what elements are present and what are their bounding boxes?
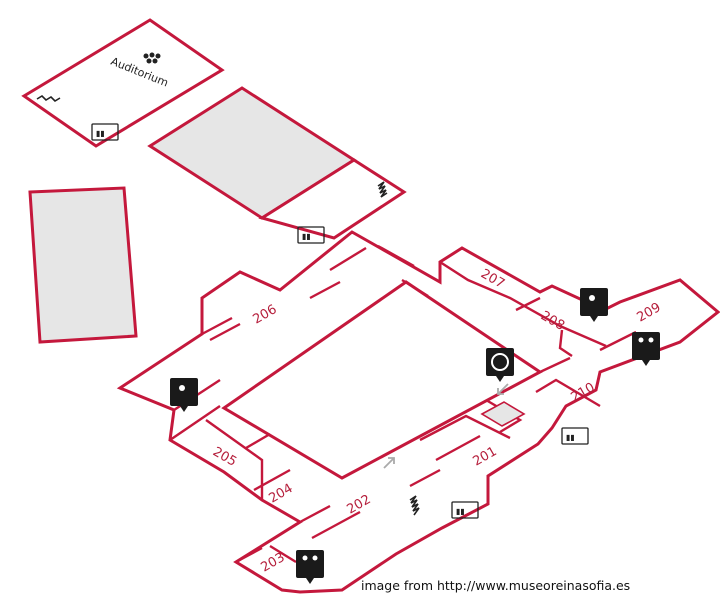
- stairs-icon: [36, 94, 61, 103]
- partition: [439, 260, 607, 348]
- partition: [309, 280, 341, 300]
- upper-block-annex: [258, 158, 407, 240]
- partition: [209, 322, 241, 342]
- svg-text:▮▮: ▮▮: [96, 129, 105, 138]
- partition: [419, 414, 511, 442]
- information-icon[interactable]: [486, 348, 514, 382]
- ticket-desk-icon[interactable]: [580, 288, 608, 322]
- partition: [329, 246, 367, 272]
- arrow-icon: [497, 383, 509, 395]
- partition: [535, 378, 601, 408]
- shaded-area: [480, 401, 526, 427]
- partition: [409, 468, 441, 488]
- side-block: [28, 186, 138, 344]
- partition: [235, 546, 263, 564]
- image-credit: image from http://www.museoreinasofia.es: [361, 578, 631, 593]
- partition: [599, 330, 637, 352]
- partition: [539, 356, 571, 374]
- partition: [515, 296, 541, 312]
- partition: [253, 468, 291, 492]
- arrow-icon: [383, 457, 395, 469]
- svg-text:▮▮: ▮▮: [456, 507, 465, 516]
- restroom-icon[interactable]: [296, 550, 324, 584]
- ticket-desk-icon[interactable]: [170, 378, 198, 412]
- partition: [435, 434, 481, 462]
- partition: [245, 432, 271, 450]
- partition: [299, 504, 331, 524]
- svg-text:▮▮: ▮▮: [566, 433, 575, 442]
- restroom-icon[interactable]: [632, 332, 660, 366]
- stairs-icon: [377, 181, 388, 198]
- partition: [311, 510, 361, 540]
- partition: [401, 278, 429, 298]
- auditorium-icon: [143, 52, 161, 64]
- elevator-icon: ▮▮: [91, 123, 119, 141]
- elevator-icon: ▮▮: [561, 427, 589, 445]
- svg-text:▮▮: ▮▮: [302, 232, 311, 241]
- partition: [558, 329, 573, 357]
- partition: [269, 544, 297, 564]
- stairs-icon: [409, 495, 420, 516]
- partition: [169, 405, 221, 441]
- auditorium-block: [21, 18, 225, 148]
- elevator-icon: ▮▮: [451, 501, 479, 519]
- partition: [201, 316, 233, 336]
- elevator-icon: ▮▮: [297, 226, 325, 244]
- partition: [377, 244, 415, 268]
